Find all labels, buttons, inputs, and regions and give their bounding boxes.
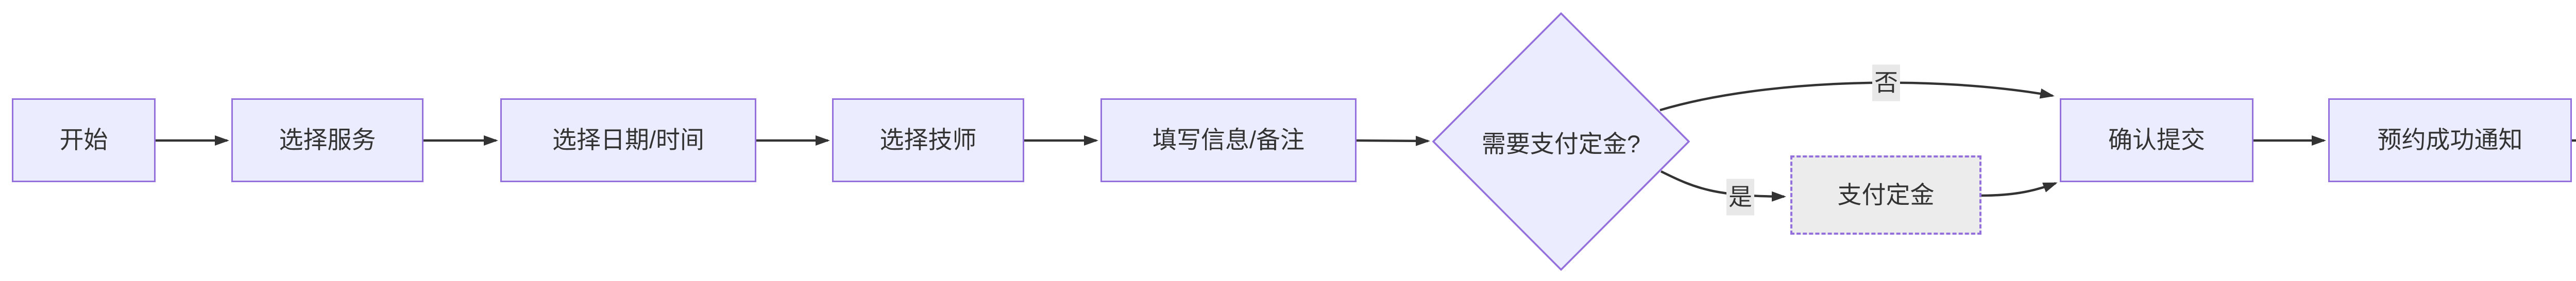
- node-label-select-datetime: 选择日期/时间: [552, 126, 705, 154]
- node-select-datetime: 选择日期/时间: [500, 98, 756, 182]
- edge-decision-yes-deposit: [1660, 170, 1786, 202]
- node-fill-info: 填写信息/备注: [1100, 98, 1357, 182]
- node-start: 开始: [12, 98, 156, 182]
- node-label-pay-deposit: 支付定金: [1837, 181, 1935, 208]
- node-pay-deposit: 支付定金: [1790, 155, 1981, 235]
- diamond-polygon-need-deposit: [1432, 12, 1690, 271]
- node-label-confirm-submit: 确认提交: [2108, 126, 2205, 154]
- node-need-deposit: 需要支付定金?: [1432, 12, 1690, 271]
- node-label-fill-info: 填写信息/备注: [1152, 126, 1305, 154]
- node-label-select-technician: 选择技师: [879, 126, 977, 154]
- node-label-success-notify: 预约成功通知: [2377, 126, 2523, 154]
- edge-label-decision-yes-deposit: 是: [1726, 179, 1754, 216]
- node-confirm-submit: 确认提交: [2060, 98, 2253, 182]
- edge-decision-no-confirm: [1659, 81, 2055, 112]
- edge-label-decision-no-confirm: 否: [1872, 64, 1900, 101]
- node-label-select-service: 选择服务: [279, 126, 376, 154]
- node-select-technician: 选择技师: [832, 98, 1024, 182]
- edge-info-to-decision: [1356, 135, 1430, 146]
- edge-deposit-to-confirm: [1981, 182, 2058, 197]
- node-select-service: 选择服务: [231, 98, 423, 182]
- node-label-start: 开始: [59, 126, 108, 154]
- node-success-notify: 预约成功通知: [2328, 98, 2572, 182]
- diamond-shape-need-deposit: [1432, 12, 1690, 271]
- node-label-need-deposit: 需要支付定金?: [1481, 130, 1641, 157]
